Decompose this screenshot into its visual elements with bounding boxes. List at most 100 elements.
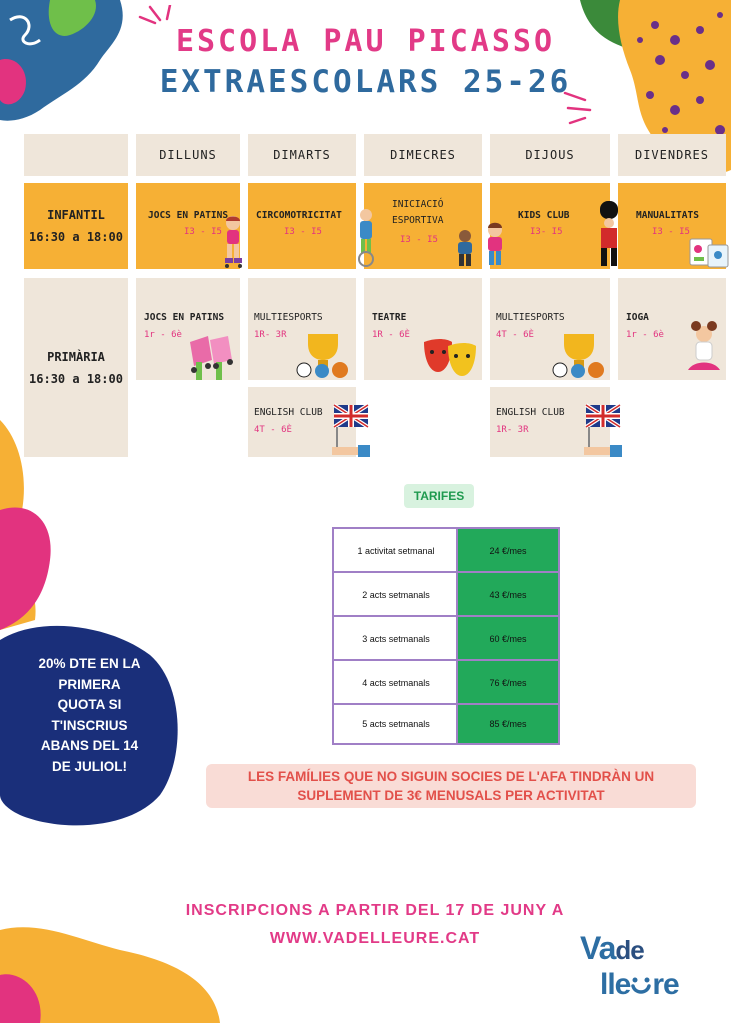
- non-member-supplement-note: LES FAMÍLIES QUE NO SIGUIN SOCIES DE L'A…: [206, 764, 696, 808]
- note-line: SUPLEMENT DE 3€ MENUSALS PER ACTIVITAT: [297, 788, 605, 803]
- london-guard-icon: [600, 201, 618, 266]
- logo-text-part: lle: [600, 968, 631, 1001]
- activity-name: MANUALITATS: [636, 210, 699, 221]
- day-header-dimarts: DIMARTS: [248, 134, 356, 176]
- activity-cell-infantil-divendres: MANUALITATS I3 - I5: [618, 183, 729, 269]
- price-row: 4 acts setmanals 76 €/mes: [334, 661, 558, 704]
- activity-name: INICIACIÓ: [392, 199, 444, 210]
- price-label: 1 activitat setmanal: [334, 529, 458, 572]
- row-label-primaria: PRIMÀRIA 16:30 a 18:00: [24, 278, 128, 457]
- uk-flag-icon: [584, 403, 622, 457]
- activity-ages: 4T - 6È: [254, 425, 292, 435]
- discount-line: PRIMERA: [58, 676, 121, 692]
- tarifes-title: TARIFES: [404, 484, 474, 508]
- table-divider: [334, 571, 558, 573]
- activity-ages: 1R- 3R: [254, 330, 287, 340]
- price-row: 2 acts setmanals 43 €/mes: [334, 573, 558, 616]
- activity-name: MULTIESPORTS: [496, 312, 565, 323]
- inscriptions-text: INSCRIPCIONS A PARTIR DEL 17 DE JUNY A: [185, 902, 565, 919]
- day-header-dimecres: DIMECRES: [364, 134, 482, 176]
- kids-sport-icon: [458, 230, 472, 266]
- price-value: 43 €/mes: [458, 573, 558, 616]
- bottom-left-blob-decoration: [0, 927, 220, 1023]
- activity-cell-english-dimarts: ENGLISH CLUB 4T - 6È: [248, 387, 370, 457]
- discount-line: QUOTA SI: [57, 697, 122, 712]
- smile-icon: [630, 970, 652, 994]
- day-header-divendres: DIVENDRES: [618, 134, 726, 176]
- day-header-dijous: DIJOUS: [490, 134, 610, 176]
- table-divider: [334, 659, 558, 661]
- logo-text-part: Va: [580, 930, 616, 966]
- activity-cell-infantil-dijous: KIDS CLUB I3- I5: [488, 183, 618, 269]
- table-divider: [334, 615, 558, 617]
- price-row: 1 activitat setmanal 24 €/mes: [334, 529, 558, 572]
- uk-flag-icon: [332, 403, 370, 457]
- logo-text-part: re: [652, 968, 679, 1001]
- yoga-girl-icon: [688, 321, 720, 370]
- sports-balls-icon: [296, 334, 348, 378]
- roller-skates-icon: [190, 336, 233, 380]
- price-row: 3 acts setmanals 60 €/mes: [334, 617, 558, 660]
- discount-line: T'INSCRIUS: [51, 717, 128, 733]
- price-label: 5 acts setmanals: [334, 705, 458, 743]
- activity-cell-primaria-dijous: MULTIESPORTS 4T - 6È: [490, 278, 610, 380]
- row-label-infantil: INFANTIL 16:30 a 18:00: [24, 183, 128, 269]
- price-table: 1 activitat setmanal 24 €/mes 2 acts set…: [332, 527, 560, 745]
- row-label-text: INFANTIL: [47, 208, 105, 222]
- activity-cell-primaria-divendres: IOGA 1r - 6è: [618, 278, 726, 380]
- top-left-blob-decoration: [0, 0, 123, 121]
- corner-cell: [24, 134, 128, 176]
- discount-blob-background: [0, 625, 178, 826]
- activity-cell-primaria-dimecres: TEATRE 1R - 6È: [364, 278, 482, 380]
- price-label: 4 acts setmanals: [334, 661, 458, 704]
- activity-name: ENGLISH CLUB: [496, 407, 565, 418]
- early-discount-text: 20% DTE EN LA PRIMERA QUOTA SI T'INSCRIU…: [22, 654, 157, 777]
- activity-name: KIDS CLUB: [518, 210, 570, 221]
- row-time-text: 16:30 a 18:00: [29, 371, 123, 386]
- activity-name: MULTIESPORTS: [254, 312, 323, 323]
- activity-name: ESPORTIVA: [392, 215, 444, 226]
- website-link[interactable]: WWW.VADELLEURE.CAT: [269, 930, 481, 947]
- activity-name: TEATRE: [372, 312, 407, 323]
- schedule-subtitle: EXTRAESCOLARS 25-26: [159, 64, 572, 100]
- school-title: ESCOLA PAU PICASSO: [175, 24, 556, 59]
- activity-ages: 1R- 3R: [496, 425, 529, 435]
- activity-cell-primaria-dimarts: MULTIESPORTS 1R- 3R: [248, 278, 356, 380]
- activity-name: CIRCOMOTRICITAT: [256, 210, 342, 221]
- activity-cell-primaria-dilluns: JOCS EN PATINS 1r - 6è: [136, 278, 240, 380]
- title-sparkle-decoration: [563, 91, 592, 125]
- activity-cell-infantil-dimarts: CIRCOMOTRICITAT I3 - I5: [248, 183, 356, 269]
- discount-line: ABANS DEL 14: [40, 738, 139, 753]
- skating-girl-icon: [225, 216, 242, 268]
- sports-balls-icon: [552, 334, 604, 378]
- activity-name: JOCS EN PATINS: [148, 210, 229, 221]
- note-line: LES FAMÍLIES QUE NO SIGUIN SOCIES DE L'A…: [247, 769, 655, 784]
- price-value: 60 €/mes: [458, 617, 558, 660]
- activity-name: JOCS EN PATINS: [144, 312, 225, 323]
- price-label: 3 acts setmanals: [334, 617, 458, 660]
- discount-line: 20% DTE EN LA: [38, 656, 141, 671]
- logo-text: lle re: [600, 968, 680, 1002]
- logo-text-part: de: [615, 935, 644, 965]
- activity-ages: 1r - 6è: [144, 330, 182, 340]
- row-label-text: PRIMÀRIA: [47, 349, 105, 364]
- day-header-dilluns: DILLUNS: [136, 134, 240, 176]
- price-value: 24 €/mes: [458, 529, 558, 572]
- activity-ages: I3 - I5: [284, 227, 322, 237]
- activity-ages: I3 - I5: [652, 227, 690, 237]
- price-value: 76 €/mes: [458, 661, 558, 704]
- activity-ages: 4T - 6È: [496, 330, 534, 340]
- activity-cell-infantil-dilluns: JOCS EN PATINS I3 - I5: [136, 183, 242, 269]
- theatre-masks-icon: [424, 339, 476, 376]
- price-label: 2 acts setmanals: [334, 573, 458, 616]
- activity-ages: I3- I5: [530, 227, 563, 237]
- row-time-text: 16:30 a 18:00: [29, 230, 123, 244]
- activity-ages: I3 - I5: [400, 235, 438, 245]
- crafts-icon: [689, 238, 729, 268]
- girl-waving-icon: [488, 222, 502, 265]
- activity-cell-infantil-dimecres: INICIACIÓ ESPORTIVA I3 - I5: [358, 183, 482, 269]
- activity-ages: 1R - 6È: [372, 330, 410, 340]
- discount-line: DE JULIOL!: [51, 758, 127, 774]
- juggler-icon: [358, 209, 374, 267]
- activity-name: IOGA: [626, 312, 649, 323]
